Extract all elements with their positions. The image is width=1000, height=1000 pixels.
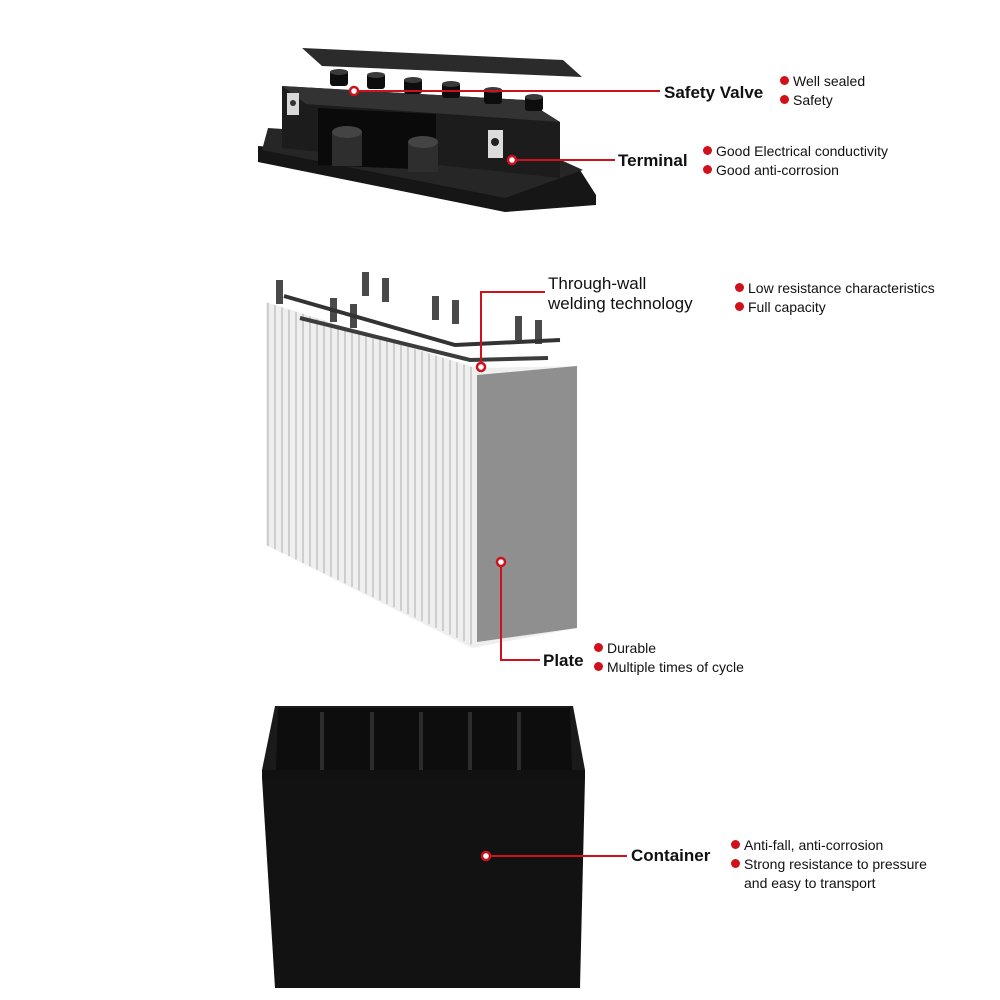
feature-item: Strong resistance to pressure and easy t… bbox=[731, 855, 951, 893]
plate-stack-illustration bbox=[266, 272, 577, 648]
safety-valve-features: Well sealed Safety bbox=[780, 72, 865, 110]
bullet-dot-icon bbox=[731, 840, 740, 849]
feature-item: Multiple times of cycle bbox=[594, 658, 744, 677]
plate-lug-tab bbox=[382, 278, 389, 302]
welding-title: Through-wall welding technology bbox=[548, 274, 693, 314]
bullet-dot-icon bbox=[703, 146, 712, 155]
plate-lug-tab bbox=[515, 316, 522, 340]
plate-features: Durable Multiple times of cycle bbox=[594, 639, 744, 677]
container-title: Container bbox=[631, 846, 711, 865]
feature-item: Good Electrical conductivity bbox=[703, 142, 888, 161]
bullet-dot-icon bbox=[780, 76, 789, 85]
feature-text: Durable bbox=[607, 640, 657, 656]
terminal-title: Terminal bbox=[618, 151, 688, 170]
plate-lug-tab bbox=[362, 272, 369, 296]
feature-item: Low resistance characteristics bbox=[735, 279, 935, 298]
battery-lid-illustration bbox=[258, 48, 596, 212]
feature-item: Durable bbox=[594, 639, 744, 658]
plate-title: Plate bbox=[543, 651, 584, 670]
plate-lug-tab bbox=[452, 300, 459, 324]
feature-item: Full capacity bbox=[735, 298, 935, 317]
feature-text: Good anti-corrosion bbox=[716, 162, 839, 178]
callout-markers bbox=[348, 85, 518, 862]
bullet-dot-icon bbox=[594, 643, 603, 652]
feature-text: Low resistance characteristics bbox=[748, 280, 935, 296]
feature-item: Well sealed bbox=[780, 72, 865, 91]
feature-text: Safety bbox=[793, 92, 833, 108]
plate-lug-tab bbox=[432, 296, 439, 320]
feature-text: Strong resistance to pressure and easy t… bbox=[744, 856, 927, 891]
bullet-dot-icon bbox=[731, 859, 740, 868]
welding-title-line2: welding technology bbox=[548, 294, 693, 313]
welding-features: Low resistance characteristics Full capa… bbox=[735, 279, 935, 317]
bullet-dot-icon bbox=[594, 662, 603, 671]
feature-text: Anti-fall, anti-corrosion bbox=[744, 837, 884, 853]
feature-text: Full capacity bbox=[748, 299, 826, 315]
container-features: Anti-fall, anti-corrosion Strong resista… bbox=[731, 836, 951, 893]
plate-lug-tab bbox=[535, 320, 542, 344]
welding-title-line1: Through-wall bbox=[548, 274, 647, 293]
container-illustration bbox=[262, 706, 585, 988]
plate-lug-tab bbox=[276, 280, 283, 304]
feature-item: Good anti-corrosion bbox=[703, 161, 888, 180]
feature-text: Good Electrical conductivity bbox=[716, 143, 888, 159]
safety-valve-title: Safety Valve bbox=[664, 83, 764, 102]
feature-item: Anti-fall, anti-corrosion bbox=[731, 836, 951, 855]
bullet-dot-icon bbox=[703, 165, 712, 174]
bullet-dot-icon bbox=[735, 302, 744, 311]
feature-text: Multiple times of cycle bbox=[607, 659, 744, 675]
bullet-dot-icon bbox=[780, 95, 789, 104]
callout-leaders bbox=[354, 90, 660, 857]
feature-text: Well sealed bbox=[793, 73, 866, 89]
bullet-dot-icon bbox=[735, 283, 744, 292]
feature-item: Safety bbox=[780, 91, 865, 110]
terminal-features: Good Electrical conductivity Good anti-c… bbox=[703, 142, 888, 180]
